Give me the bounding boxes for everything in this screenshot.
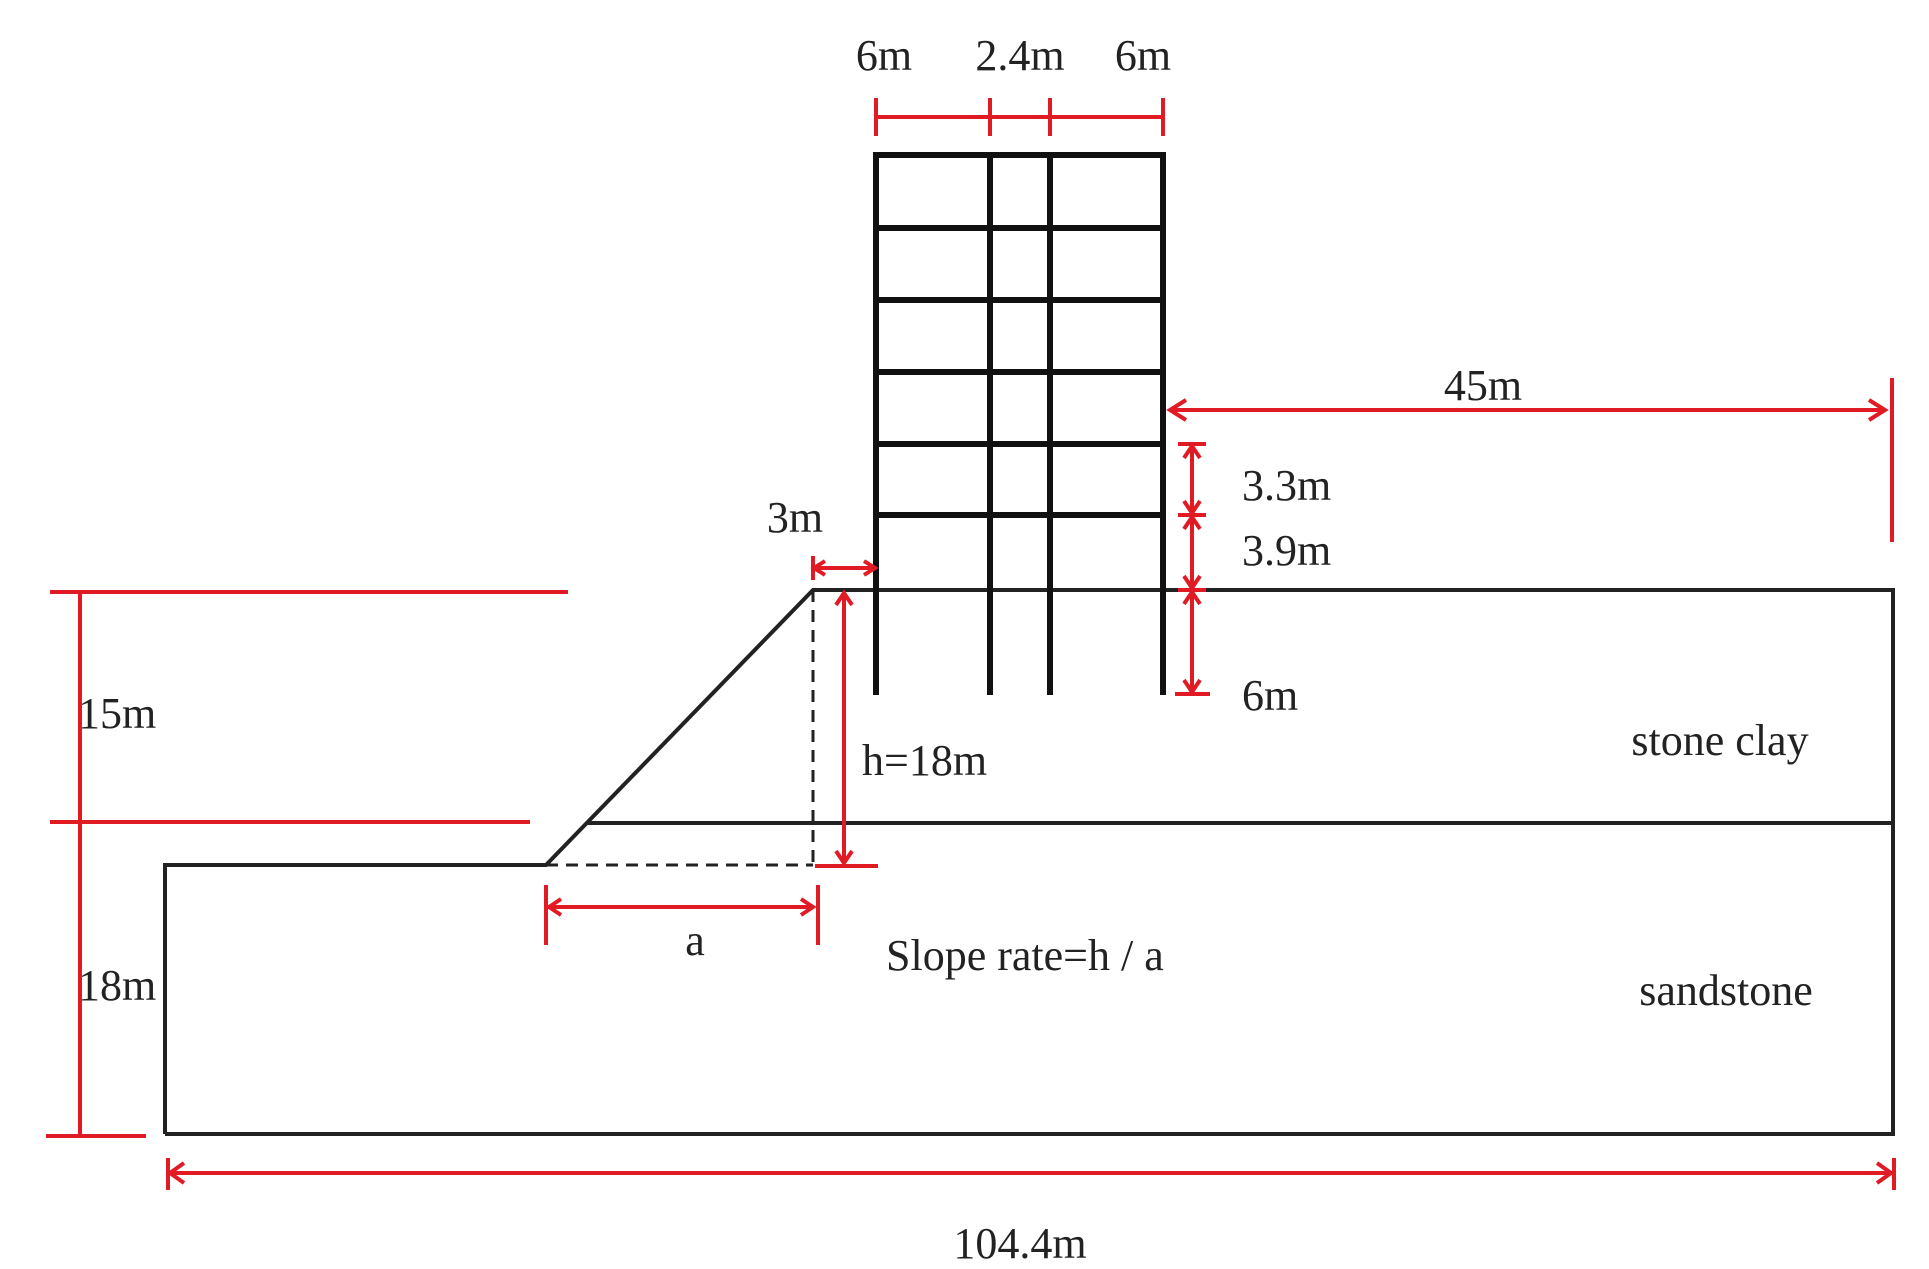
storey-arrow-4: [1182, 574, 1202, 592]
bay-width-label-1: 6m: [856, 31, 912, 80]
setback-arrow-left: [810, 559, 827, 577]
building-frame: [873, 152, 1166, 695]
labels: 6m 2.4m 6m 45m 3.3m 3.9m 6m 3m h=18m a S…: [78, 31, 1813, 1268]
ground-outline: [163, 588, 1895, 1136]
upper-layer-name: stone clay: [1631, 716, 1808, 765]
slope-run-arrow-left: [545, 897, 563, 917]
total-width-label: 104.4m: [953, 1219, 1086, 1268]
right-extent-arrow-right: [1867, 398, 1889, 422]
slope-rate-label: Slope rate=h / a: [886, 931, 1164, 980]
bay-width-label-3: 6m: [1115, 31, 1171, 80]
pile-arrow-bottom: [1182, 678, 1202, 696]
total-width-arrow-left: [166, 1161, 186, 1185]
soil-profile: [163, 588, 1895, 1136]
dimension-lines: [46, 98, 1896, 1190]
upper-layer-thickness-label: 15m: [78, 689, 156, 738]
pile-depth-label: 6m: [1242, 671, 1298, 720]
slope-run-label: a: [685, 916, 705, 965]
bay-width-label-2: 2.4m: [975, 31, 1064, 80]
slope-run-arrow-right: [799, 897, 817, 917]
right-extent-label: 45m: [1444, 361, 1522, 410]
setback-label: 3m: [767, 493, 823, 542]
storey-height-label-2: 3.9m: [1242, 526, 1331, 575]
storey-arrow-3: [1182, 513, 1202, 531]
storey-arrow-1: [1182, 442, 1202, 460]
slope-height-arrow-top: [834, 589, 854, 607]
slope-height-arrow-bottom: [834, 849, 854, 867]
total-width-arrow-right: [1875, 1161, 1895, 1185]
setback-arrow-right: [862, 559, 879, 577]
lower-layer-name: sandstone: [1639, 966, 1813, 1015]
right-extent-arrow-left: [1166, 398, 1188, 422]
storey-height-label-1: 3.3m: [1242, 461, 1331, 510]
pile-arrow-top: [1182, 588, 1202, 606]
storey-arrow-2: [1182, 499, 1202, 517]
lower-layer-thickness-label: 18m: [78, 961, 156, 1010]
slope-height-label: h=18m: [862, 736, 987, 785]
